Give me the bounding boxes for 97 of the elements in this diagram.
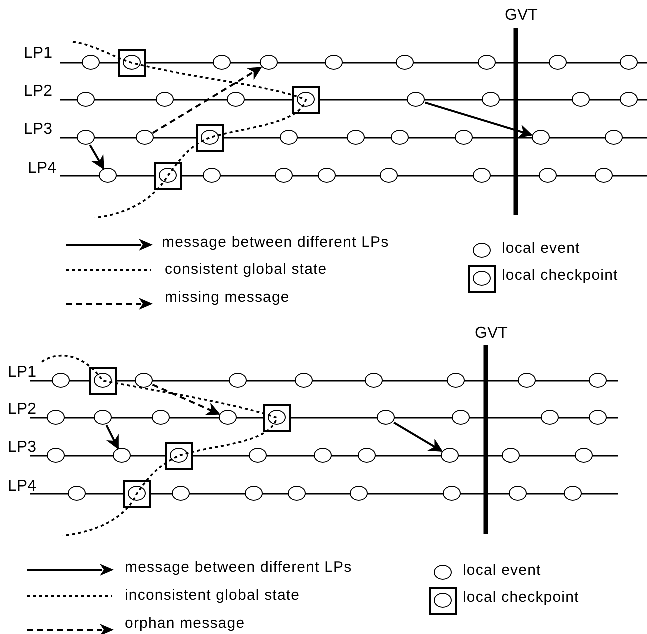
legend-label: message between different LPs [162, 235, 390, 250]
arrow [152, 384, 221, 416]
event-circle [134, 372, 152, 388]
event-circle [94, 410, 112, 424]
event-circle [396, 54, 414, 70]
event-circle [478, 54, 496, 70]
event-circle [390, 130, 408, 144]
legend-label: inconsistent global state [125, 588, 300, 603]
event-circle [440, 448, 458, 462]
legend-label: local checkpoint [502, 268, 618, 283]
legend-label: orphan message [125, 616, 246, 631]
legend-label: local event [463, 563, 542, 578]
event-circle [46, 410, 64, 424]
event-circle [594, 168, 612, 182]
event-circle [538, 168, 556, 182]
event-circle [502, 448, 520, 462]
event-circle [248, 448, 266, 462]
event-circle [548, 54, 566, 70]
legend-label: consistent global state [165, 262, 328, 277]
event-circle [76, 130, 94, 144]
lane-label: LP2 [24, 84, 52, 100]
checkpoint-icon [196, 124, 224, 152]
event-circle [156, 92, 174, 106]
event-circle [454, 130, 472, 144]
event-circle [202, 168, 220, 182]
arrow [425, 102, 533, 138]
checkpoint-icon [123, 480, 151, 508]
gvt-label: GVT [475, 326, 508, 342]
lane-label: LP4 [28, 161, 56, 177]
event-circle [604, 130, 622, 144]
event-circle [508, 486, 526, 500]
event-circle [380, 168, 398, 182]
event-circle [52, 372, 70, 388]
event-circle [364, 372, 382, 388]
event-circle [260, 54, 278, 70]
legend-label: missing message [165, 290, 290, 305]
event-circle [376, 410, 394, 424]
event-circle [318, 168, 336, 182]
event-circle [314, 448, 332, 462]
lane-label: LP2 [8, 402, 36, 418]
event-circle [350, 486, 368, 500]
event-circle [452, 410, 470, 424]
checkpoint-icon [89, 367, 117, 395]
lane-label: LP1 [8, 365, 36, 381]
gvt-label: GVT [505, 8, 538, 24]
event-circle [294, 372, 312, 388]
event-circle [482, 92, 500, 106]
event-circle [572, 92, 590, 106]
event-circle [98, 168, 116, 182]
checkpoint-icon [154, 162, 182, 190]
event-circle [228, 372, 246, 388]
event-circle [564, 486, 582, 500]
event-circle [218, 410, 236, 424]
lane-label: LP3 [8, 440, 36, 456]
event-circle [274, 168, 292, 182]
legend-label: local event [502, 241, 580, 256]
event-circle [442, 486, 460, 500]
event-circle [620, 92, 638, 106]
event-circle [172, 486, 190, 500]
legend-label: message between different LPs [125, 560, 352, 575]
arrow [106, 424, 120, 450]
event-circle [212, 54, 230, 70]
event-circle [76, 92, 94, 106]
event-circle [472, 168, 490, 182]
event-circle [46, 448, 64, 462]
arrow [89, 144, 105, 170]
event-circle [346, 130, 364, 144]
lane-label: LP1 [24, 46, 52, 62]
event-circle [574, 448, 592, 462]
checkpoint-icon [165, 442, 193, 470]
event-circle [518, 372, 536, 388]
arrow [394, 422, 444, 452]
checkpoint-icon [292, 86, 320, 114]
event-circle [620, 54, 638, 70]
event-circle [152, 410, 170, 424]
event-circle [588, 410, 606, 424]
legend-label: local checkpoint [463, 590, 580, 605]
event-circle [532, 130, 550, 144]
event-circle [112, 448, 130, 462]
event-circle [588, 372, 606, 388]
event-circle [358, 448, 376, 462]
event-circle [540, 410, 558, 424]
checkpoint-icon [263, 404, 291, 432]
event-circle [136, 130, 154, 144]
event-circle [406, 92, 424, 106]
event-circle [446, 372, 464, 388]
lane-label: LP3 [24, 122, 52, 138]
event-circle [324, 54, 342, 70]
event-circle [244, 486, 262, 500]
event-circle [226, 92, 244, 106]
arrow [152, 66, 262, 134]
event-circle [68, 486, 86, 500]
event-circle [82, 54, 100, 70]
lane-label: LP4 [8, 479, 36, 495]
event-circle [280, 130, 298, 144]
checkpoint-icon [118, 49, 146, 77]
event-circle [288, 486, 306, 500]
